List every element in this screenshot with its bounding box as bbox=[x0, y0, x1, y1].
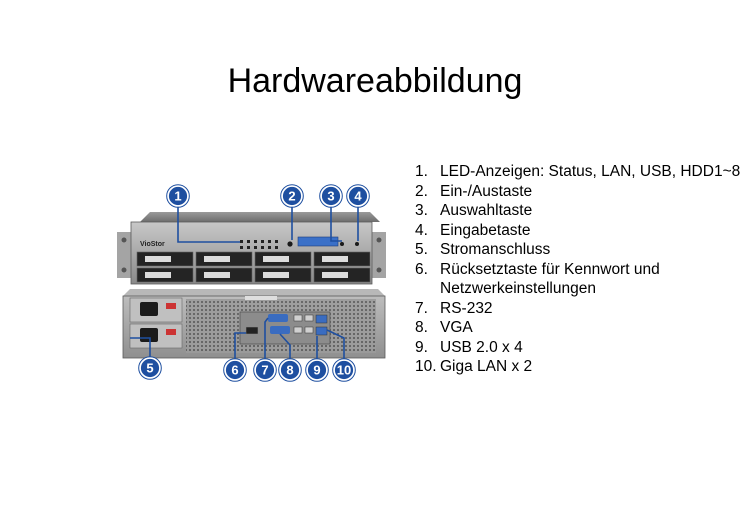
legend-number: 1. bbox=[415, 163, 428, 180]
callout-6: 6 bbox=[223, 358, 247, 382]
rack-ear-right bbox=[372, 232, 386, 278]
legend-number: 6. bbox=[415, 260, 428, 278]
power-supply-units bbox=[129, 297, 183, 349]
legend-item: 6. Rücksetztaste für Kennwort und Netzwer… bbox=[415, 260, 745, 299]
legend-item: 5. Stromanschluss bbox=[415, 240, 745, 260]
lan-port bbox=[315, 314, 328, 324]
callout-lines bbox=[130, 205, 359, 360]
legend-number: 7. bbox=[415, 299, 428, 317]
legend-number: 9. bbox=[415, 338, 428, 356]
io-panel bbox=[239, 311, 331, 345]
legend-text: LED-Anzeigen: Status, LAN, USB, HDD1~8 bbox=[440, 163, 741, 180]
legend-number: 5. bbox=[415, 241, 428, 258]
legend-item: 8. VGA bbox=[415, 318, 745, 338]
callout-2: 2 bbox=[280, 184, 304, 208]
legend-number: 10. bbox=[415, 358, 437, 375]
legend-text: VGA bbox=[440, 319, 473, 336]
legend-text: Ein-/Austaste bbox=[440, 182, 533, 200]
callout-3-label: 3 bbox=[327, 189, 334, 204]
callout-5: 5 bbox=[138, 356, 162, 380]
rack-ear-left bbox=[117, 232, 131, 278]
lan-port bbox=[315, 326, 328, 336]
vga-port bbox=[270, 326, 290, 334]
callout-10-label: 10 bbox=[337, 363, 351, 378]
callout-8: 8 bbox=[278, 358, 302, 382]
legend-text: Auswahltaste bbox=[440, 202, 533, 219]
drive-bays bbox=[136, 251, 371, 283]
callout-5-label: 5 bbox=[146, 361, 153, 376]
legend-number: 4. bbox=[415, 221, 428, 239]
power-button bbox=[287, 241, 293, 247]
enter-button bbox=[355, 242, 359, 246]
callout-7: 7 bbox=[253, 358, 277, 382]
legend-text: Stromanschluss bbox=[440, 241, 551, 258]
usb-port bbox=[293, 326, 303, 334]
brand-logo: VioStor bbox=[140, 241, 165, 248]
callout-4-label: 4 bbox=[354, 189, 362, 204]
callout-4: 4 bbox=[346, 184, 370, 208]
callout-10: 10 bbox=[332, 358, 356, 382]
callout-2-label: 2 bbox=[288, 189, 295, 204]
back-panel bbox=[122, 289, 386, 359]
legend-text: RS-232 bbox=[440, 299, 493, 317]
callout-1: 1 bbox=[166, 184, 190, 208]
rs232-port bbox=[268, 314, 288, 322]
legend-item: 1. LED-Anzeigen: Status, LAN, USB, HDD1~8 bbox=[415, 162, 745, 182]
legend-text: USB 2.0 x 4 bbox=[440, 338, 523, 356]
power-socket bbox=[140, 302, 158, 316]
legend-number: 3. bbox=[415, 202, 428, 219]
power-socket bbox=[140, 328, 158, 342]
select-button bbox=[340, 242, 344, 246]
legend-number: 2. bbox=[415, 182, 428, 200]
callout-7-label: 7 bbox=[261, 363, 268, 378]
legend-number: 8. bbox=[415, 319, 428, 336]
callout-3: 3 bbox=[319, 184, 343, 208]
legend-item: 7. RS-232 bbox=[415, 299, 745, 319]
component-legend: 1. LED-Anzeigen: Status, LAN, USB, HDD1~8… bbox=[415, 162, 745, 377]
callout-1-label: 1 bbox=[174, 189, 181, 204]
legend-item: 10.Giga LAN x 2 bbox=[415, 357, 745, 377]
usb-port bbox=[304, 326, 314, 334]
page-title: Hardwareabbildung bbox=[227, 62, 523, 100]
legend-text: Rücksetztaste für Kennwort und Netzwerke… bbox=[440, 260, 660, 298]
legend-item: 2. Ein-/Austaste bbox=[415, 182, 745, 202]
usb-port bbox=[304, 314, 314, 322]
front-panel: VioStor bbox=[117, 212, 386, 285]
legend-item: 9. USB 2.0 x 4 bbox=[415, 338, 745, 358]
callout-9-label: 9 bbox=[313, 363, 320, 378]
usb-port bbox=[293, 314, 303, 322]
callout-9: 9 bbox=[305, 358, 329, 382]
led-indicators bbox=[240, 240, 278, 249]
legend-text: Eingabetaste bbox=[440, 221, 531, 239]
callout-8-label: 8 bbox=[286, 363, 293, 378]
reset-button bbox=[245, 326, 259, 335]
callout-6-label: 6 bbox=[231, 363, 238, 378]
legend-item: 4. Eingabetaste bbox=[415, 221, 745, 241]
legend-text: Giga LAN x 2 bbox=[440, 358, 533, 375]
legend-item: 3. Auswahltaste bbox=[415, 201, 745, 221]
